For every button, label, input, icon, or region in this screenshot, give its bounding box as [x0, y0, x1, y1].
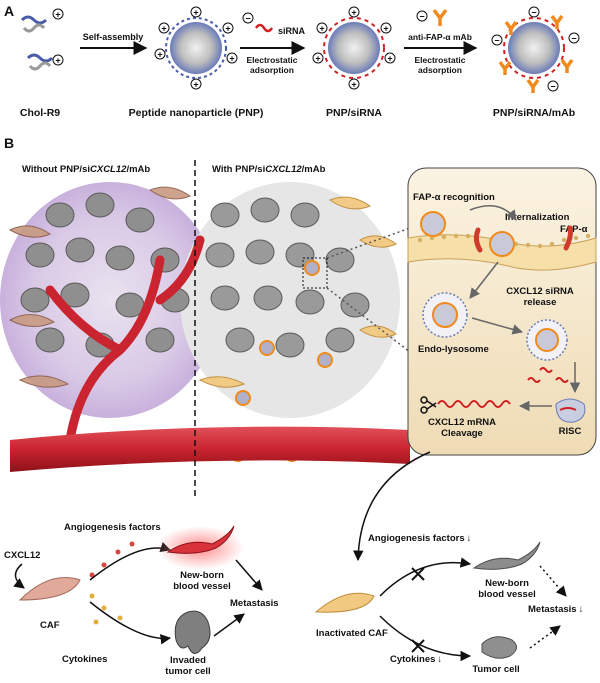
br-angiogenesis-label: Angiogenesis factors↓ [368, 533, 471, 544]
panel-b-letter: B [4, 135, 14, 151]
cellular-mechanism-inset: FAP-α recognition Internalization FAP-α … [407, 167, 597, 456]
scissors-icon [420, 396, 437, 414]
with-treatment-label: With PNP/siCXCL12/mAb [212, 164, 326, 175]
sirna-label: siRNA [278, 26, 306, 36]
svg-text:+: + [157, 50, 162, 60]
bl-cytokines-label: Cytokines [62, 654, 107, 665]
block-mark-icon [411, 567, 425, 581]
svg-text:+: + [55, 56, 60, 66]
bottom-right-pathway: Angiogenesis factors↓ Inactivated CAF Ne… [314, 533, 583, 675]
name-pnp: Peptide nanoparticle (PNP) [129, 107, 264, 119]
antibody-icon [432, 8, 448, 26]
svg-text:+: + [387, 54, 392, 64]
chol-r9-molecule-icon: + + [20, 8, 64, 71]
br-metastasis-label: Metastasis↓ [528, 604, 583, 615]
br-newborn-vessel-icon [472, 541, 541, 570]
bl-angiogenesis-label: Angiogenesis factors [64, 522, 161, 533]
pnp-sirna-icon: + + + + + + [312, 6, 396, 90]
svg-text:+: + [351, 80, 356, 90]
bl-metastasis-label: Metastasis [230, 598, 279, 609]
mrna-cleavage-line1: CXCL12 mRNA [428, 417, 496, 428]
svg-text:+: + [383, 24, 388, 34]
mrna-strand-icon [437, 400, 511, 408]
svg-text:+: + [319, 24, 324, 34]
br-newborn-line2: blood vessel [478, 589, 536, 600]
fap-alpha-label: FAP-α [560, 224, 588, 235]
adsorption-label-1: adsorption [250, 65, 294, 75]
endo-lysosome-label: Endo-lysosome [418, 344, 489, 355]
bl-newborn-line1: New-born [180, 570, 224, 581]
sirna-release-line2: release [524, 297, 557, 308]
mab-label: anti-FAP-α mAb [408, 32, 472, 42]
bottom-left-pathway: Angiogenesis factors CXCL12 CAF Cytokine… [4, 522, 279, 677]
bl-invaded-line1: Invaded [170, 655, 206, 666]
self-assembly-label: Self-assembly [83, 32, 144, 42]
name-chol-r9: Chol-R9 [20, 107, 60, 119]
svg-text:−: − [419, 12, 424, 22]
svg-text:−: − [494, 36, 499, 46]
svg-text:+: + [193, 8, 198, 18]
svg-text:+: + [161, 24, 166, 34]
svg-text:−: − [531, 8, 536, 18]
br-cytokines-label: Cytokines↓ [390, 654, 442, 665]
fap-recognition-label: FAP-α recognition [413, 192, 495, 203]
caf-icon [18, 577, 81, 601]
risc-label: RISC [559, 426, 582, 437]
adsorption-label-2: adsorption [418, 65, 462, 75]
name-pnp-sirna: PNP/siRNA [326, 107, 382, 119]
bl-cxcl12-label: CXCL12 [4, 550, 40, 561]
svg-text:+: + [193, 80, 198, 90]
inactivated-caf-icon [314, 592, 375, 613]
svg-text:+: + [351, 8, 356, 18]
svg-text:+: + [55, 10, 60, 20]
bl-newborn-line2: blood vessel [173, 581, 231, 592]
br-tumor-cell-label: Tumor cell [472, 664, 519, 675]
fap-receptor-icon [563, 225, 573, 251]
bl-caf-label: CAF [40, 620, 60, 631]
panel-a: A + + Self-assembly + + + + + + − siRNA [4, 3, 580, 119]
br-tumor-cell-icon [481, 636, 517, 659]
svg-text:−: − [245, 14, 250, 24]
sirna-icon [254, 23, 274, 33]
br-newborn-line1: New-born [485, 578, 529, 589]
without-treatment-label: Without PNP/siCXCL12/mAb [22, 164, 150, 175]
name-pnp-sirna-mab: PNP/siRNA/mAb [493, 107, 575, 119]
br-inactivated-caf-label: Inactivated CAF [316, 628, 388, 639]
blood-vessel [10, 426, 410, 472]
svg-text:−: − [571, 34, 576, 44]
panel-a-letter: A [4, 3, 14, 19]
internalization-label: Internalization [505, 212, 570, 223]
svg-text:+: + [229, 54, 234, 64]
mrna-cleavage-line2: Cleavage [441, 428, 483, 439]
tumor-illustration [0, 182, 400, 462]
invaded-tumor-cell-icon [174, 610, 211, 654]
bl-newborn-vessel-icon [166, 525, 235, 554]
bl-invaded-line2: tumor cell [165, 666, 210, 677]
electrostatic-label-2: Electrostatic [414, 55, 465, 65]
svg-text:−: − [550, 82, 555, 92]
pnp-nanoparticle-icon: + + + + + + [154, 6, 238, 90]
zoom-box [302, 257, 328, 289]
inset-to-bottom-arrow [352, 451, 431, 562]
sirna-release-line1: CXCL12 siRNA [506, 286, 574, 297]
electrostatic-label-1: Electrostatic [246, 55, 297, 65]
svg-text:+: + [315, 54, 320, 64]
svg-text:+: + [225, 24, 230, 34]
block-mark-icon-2 [411, 639, 425, 653]
pnp-sirna-mab-icon: − − − − [491, 6, 580, 93]
